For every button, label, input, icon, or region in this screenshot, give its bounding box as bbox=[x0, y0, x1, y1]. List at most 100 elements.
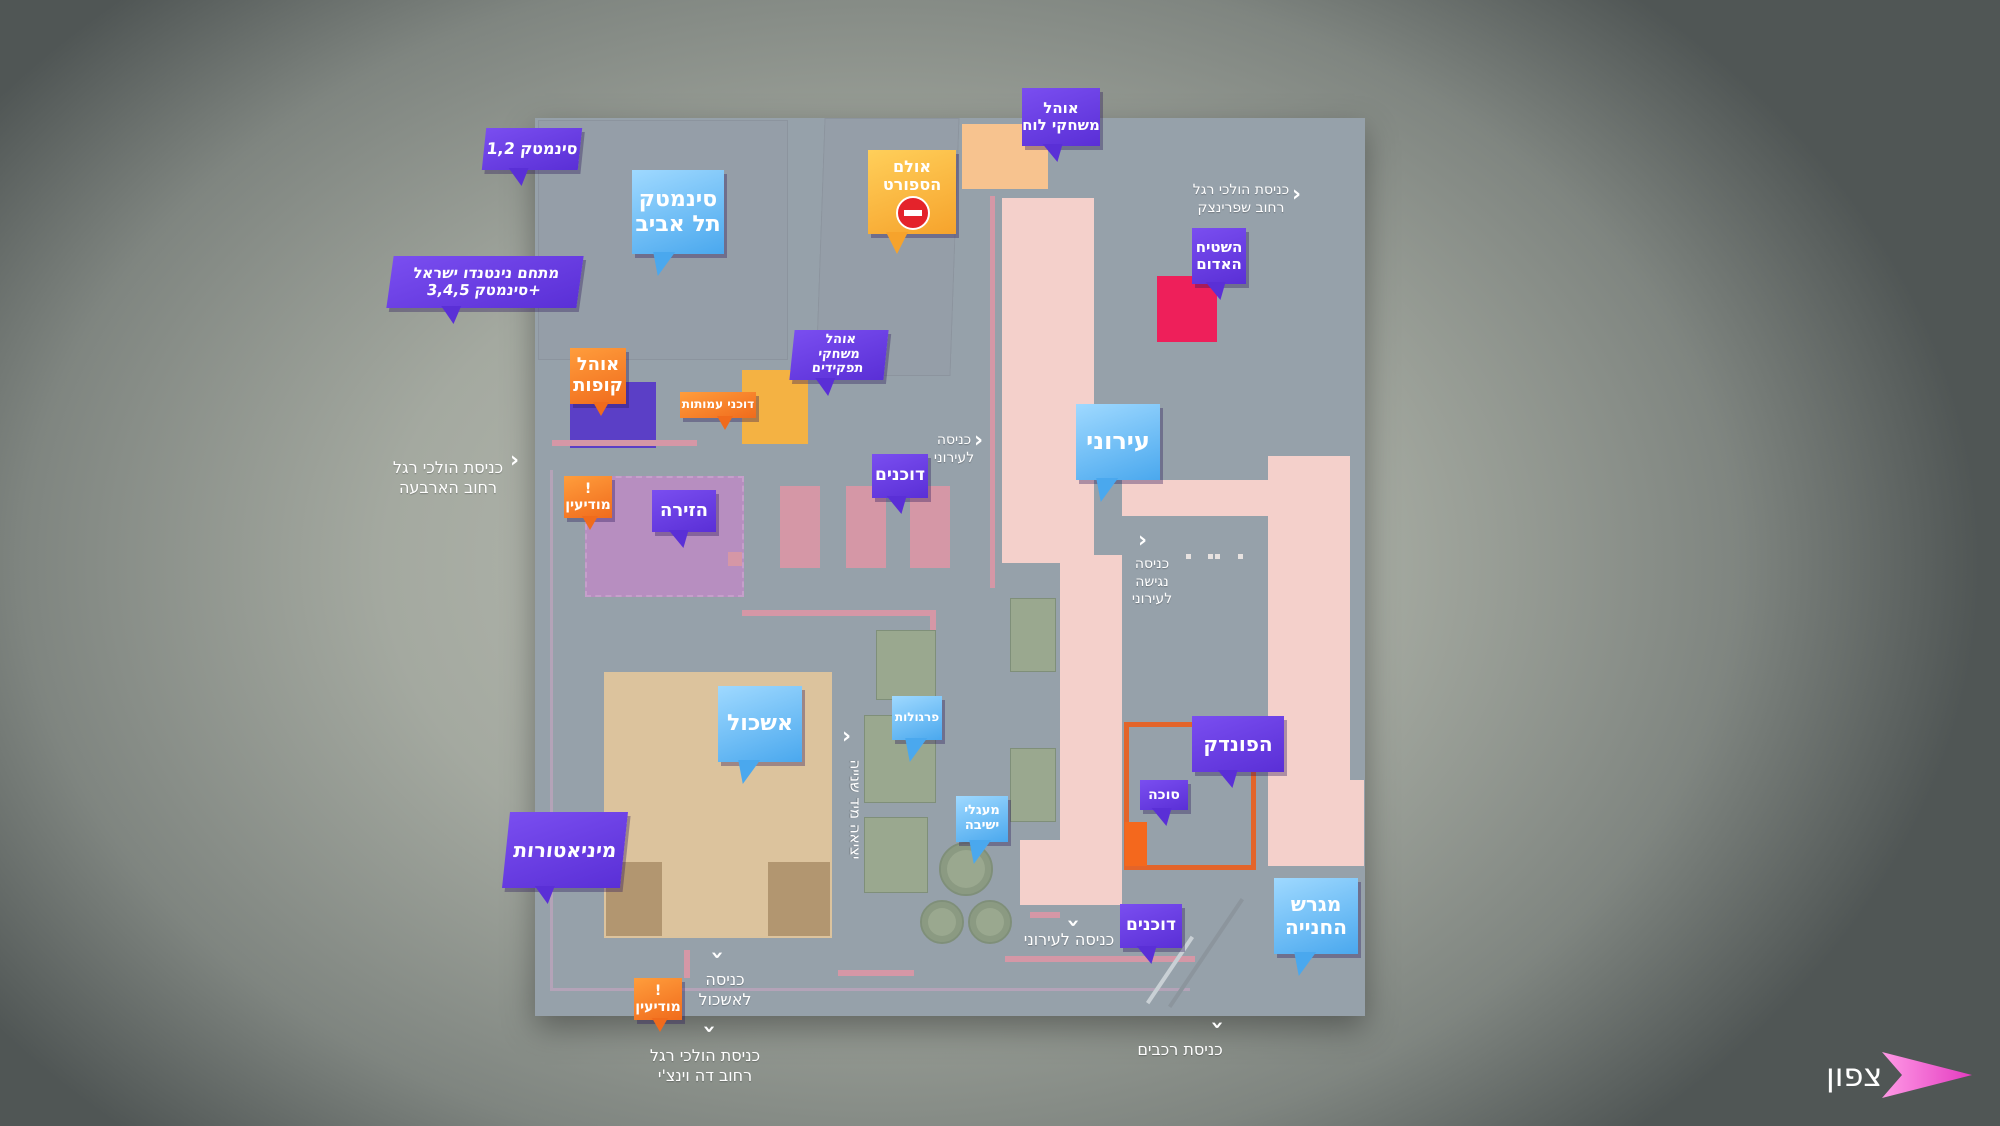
rpg-tent-line1: אוהל bbox=[824, 331, 857, 347]
pergolas-bubble[interactable]: פרגולות bbox=[892, 696, 942, 740]
sports-hall-line2: הספורט bbox=[882, 175, 942, 195]
entrance-vehicles-chevron-icon: ‹ bbox=[1204, 1020, 1230, 1030]
north-label: צפון bbox=[1826, 1056, 1883, 1094]
pages-booths-label: דוכני עמותות bbox=[681, 397, 755, 412]
seating-line2: ישיבה bbox=[964, 818, 1000, 833]
eshkol-wing-east bbox=[768, 862, 830, 936]
sports-hall-line1: אולם bbox=[893, 157, 931, 176]
entrance-eshkol-line1: כניסה bbox=[705, 970, 745, 989]
entrance-vehicles-label: כניסת רכבים bbox=[1137, 1040, 1223, 1059]
north-arrow-icon bbox=[1882, 1052, 1972, 1098]
ironi-label: עירוני bbox=[1086, 427, 1150, 456]
entrance-springer-line2: רחוב שפרינצק bbox=[1197, 199, 1285, 216]
ticket-tent-line2: קופות bbox=[573, 375, 623, 396]
ironi-bubble[interactable]: עירוני bbox=[1076, 404, 1160, 480]
ironi-east-base bbox=[1268, 780, 1364, 866]
entrance-arbaa-line1: כניסת הולכי רגל bbox=[392, 458, 504, 477]
green-block-east-2 bbox=[1010, 748, 1056, 822]
info-north-bubble[interactable]: ! מודיעין bbox=[564, 476, 612, 530]
eshkol-label: אשכול bbox=[726, 711, 794, 737]
cinematheque12-bubble[interactable]: סינמטק 1,2 bbox=[481, 128, 583, 170]
nintendo-line2: +סינמטק 3,4,5 bbox=[425, 281, 543, 299]
path-central bbox=[742, 610, 934, 616]
arena-marker bbox=[728, 552, 742, 566]
rpg-tent-bubble[interactable]: אוהל משחקי תפקידים bbox=[789, 330, 889, 380]
red-carpet-bubble[interactable]: השטיח האדום bbox=[1192, 228, 1246, 284]
entrance-springer: כניסת הולכי רגל רחוב שפרינצק bbox=[1186, 182, 1296, 217]
miniatures-bubble[interactable]: מיניאטורות bbox=[502, 812, 628, 888]
parking-bubble[interactable]: מגרש החנייה bbox=[1274, 878, 1358, 954]
booth-block-3 bbox=[910, 486, 950, 568]
arena-bubble[interactable]: הזירה bbox=[652, 490, 716, 532]
fence-west bbox=[550, 470, 553, 990]
seating-circle-2 bbox=[920, 900, 964, 944]
booth-block-2 bbox=[846, 486, 886, 568]
entrance-vehicles: כניסת רכבים bbox=[1130, 1040, 1230, 1060]
entrance-davinci-line2: רחוב דה וינצ'י bbox=[657, 1066, 753, 1085]
exit-side-chevron-icon: ‹ bbox=[842, 724, 852, 749]
seating-line1: מעגלי bbox=[964, 803, 1000, 819]
path-ironi-west bbox=[990, 196, 995, 588]
entrance-arbaa-chevron-icon: ‹ bbox=[510, 448, 520, 473]
path-south-east bbox=[1005, 956, 1195, 962]
booths-south-label: דוכנים bbox=[1126, 915, 1177, 936]
pundak-bubble[interactable]: הפונדק bbox=[1192, 716, 1284, 772]
no-entry-icon bbox=[896, 196, 930, 230]
exit-side: יציאה מיד שנייה bbox=[846, 744, 865, 874]
cinematheque-tlv-line2: תל אביב bbox=[635, 212, 721, 237]
entrance-ironi-south-chevron-icon: ‹ bbox=[1060, 918, 1086, 928]
entrance-davinci: כניסת הולכי רגל רחוב דה וינצ'י bbox=[630, 1046, 780, 1086]
green-block-east-1 bbox=[1010, 598, 1056, 672]
ticket-tent-line1: אוהל bbox=[576, 354, 620, 376]
miniatures-label: מיניאטורות bbox=[512, 837, 618, 862]
info-south-text: מודיעין bbox=[635, 999, 681, 1015]
entrance-springer-chevron-icon: ‹ bbox=[1292, 182, 1302, 207]
info-south-bubble[interactable]: ! מודיעין bbox=[634, 978, 682, 1032]
red-carpet-line1: השטיח bbox=[1195, 237, 1243, 256]
ironi-south-base bbox=[1020, 840, 1122, 905]
eshkol-bubble[interactable]: אשכול bbox=[718, 686, 802, 762]
entrance-accessible-chevron-icon: ‹ bbox=[1138, 528, 1148, 553]
info-south-mark: ! bbox=[654, 982, 662, 999]
dot-3 bbox=[1215, 554, 1220, 559]
pundak-area bbox=[1124, 722, 1256, 870]
entrance-ironi-west-chevron-icon: ‹ bbox=[974, 428, 984, 453]
entrance-accessible: כניסה נגישה לעירוני bbox=[1126, 556, 1178, 609]
entrance-ironi-west-line1: כניסה bbox=[936, 432, 972, 448]
seating-circle-3 bbox=[968, 900, 1012, 944]
ironi-north-wing bbox=[1002, 198, 1094, 563]
booths-center-bubble[interactable]: דוכנים bbox=[872, 454, 928, 498]
pergola-block-3 bbox=[864, 817, 928, 893]
parking-line2: החנייה bbox=[1284, 915, 1348, 939]
dot-4 bbox=[1238, 554, 1243, 559]
ticket-tent-bar bbox=[552, 440, 697, 446]
board-games-line1: אוהל bbox=[1043, 98, 1079, 117]
cinematheque12-label: סינמטק 1,2 bbox=[485, 138, 579, 158]
entrance-accessible-line3: לעירוני bbox=[1131, 591, 1173, 607]
exit-side-label: יציאה מיד שנייה bbox=[846, 759, 865, 860]
board-games-bubble[interactable]: אוהל משחקי לוח bbox=[1022, 88, 1100, 146]
pages-booths-bubble[interactable]: דוכני עמותות bbox=[680, 392, 756, 430]
entrance-accessible-line2: נגישה bbox=[1135, 573, 1169, 590]
cinematheque-tlv-line1: סינמטק bbox=[638, 186, 718, 212]
cinematheque-tlv-bubble[interactable]: סינמטק תל אביב bbox=[632, 170, 724, 254]
pundak-label: הפונדק bbox=[1203, 731, 1273, 756]
entrance-ironi-south-label: כניסה לעירוני bbox=[1023, 930, 1115, 949]
sukka-bubble[interactable]: סוכה bbox=[1140, 780, 1188, 810]
entrance-eshkol-line2: לאשכול bbox=[698, 990, 752, 1009]
rpg-tent-line2: משחקי תפקידים bbox=[811, 346, 864, 377]
booth-block-1 bbox=[780, 486, 820, 568]
dot-2 bbox=[1208, 554, 1213, 559]
entrance-springer-line1: כניסת הולכי רגל bbox=[1192, 182, 1290, 198]
pergola-block-1 bbox=[876, 630, 936, 700]
booths-south-bubble[interactable]: דוכנים bbox=[1120, 904, 1182, 948]
fence-south bbox=[550, 988, 1190, 991]
dot-1 bbox=[1186, 554, 1191, 559]
entrance-davinci-line1: כניסת הולכי רגל bbox=[649, 1046, 761, 1065]
seating-bubble[interactable]: מעגלי ישיבה bbox=[956, 796, 1008, 842]
ironi-bridge bbox=[1122, 480, 1270, 516]
nintendo-bubble[interactable]: מתחם נינטנדו ישראל +סינמטק 3,4,5 bbox=[386, 256, 584, 308]
ticket-tent-bubble[interactable]: אוהל קופות bbox=[570, 348, 626, 416]
info-north-mark: ! bbox=[584, 480, 592, 497]
board-games-line2: משחקי לוח bbox=[1022, 116, 1100, 134]
